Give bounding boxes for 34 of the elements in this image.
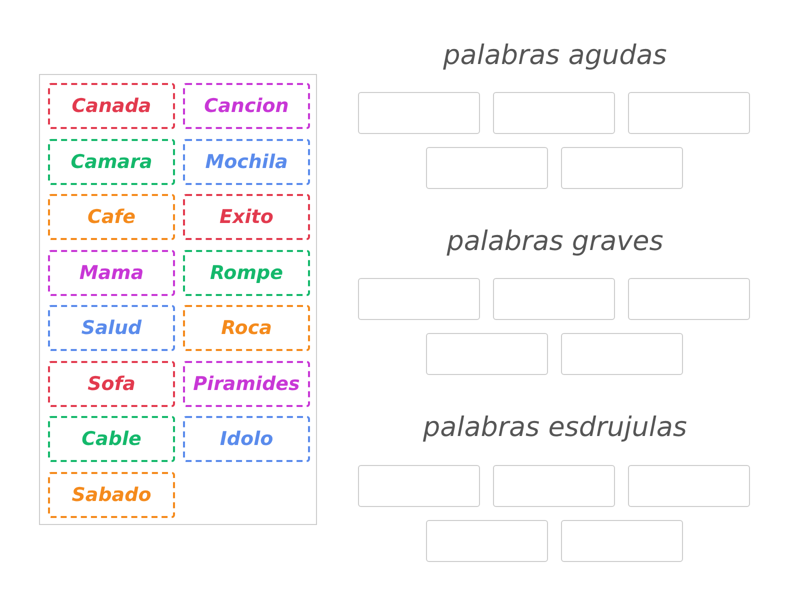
word-card: Cafe bbox=[48, 194, 175, 240]
word-card: Mama bbox=[48, 250, 175, 296]
drop-box bbox=[426, 333, 548, 375]
word-card: Cable bbox=[48, 416, 175, 462]
drop-box bbox=[426, 147, 548, 189]
drop-box bbox=[358, 92, 480, 134]
drop-box bbox=[561, 333, 683, 375]
word-card: Idolo bbox=[183, 416, 310, 462]
drop-box bbox=[561, 147, 683, 189]
word-card: Mochila bbox=[183, 138, 310, 184]
drop-box bbox=[628, 92, 750, 134]
drop-box bbox=[493, 278, 615, 320]
word-card: Roca bbox=[183, 305, 310, 351]
drop-box bbox=[628, 465, 750, 507]
word-card: Canada bbox=[48, 83, 175, 129]
category-heading: palabras agudas bbox=[442, 40, 668, 71]
word-card: Sofa bbox=[48, 360, 175, 406]
word-card: Sabado bbox=[48, 472, 175, 518]
word-card: Rompe bbox=[183, 250, 310, 296]
word-card: Salud bbox=[48, 305, 175, 351]
drop-box bbox=[358, 465, 480, 507]
category-heading: palabras graves bbox=[446, 226, 664, 257]
drop-box bbox=[561, 520, 683, 562]
card-panel bbox=[39, 74, 317, 525]
drop-box bbox=[493, 92, 615, 134]
drop-box bbox=[493, 465, 615, 507]
word-card: Piramides bbox=[183, 360, 310, 406]
drop-box bbox=[358, 278, 480, 320]
drop-box bbox=[426, 520, 548, 562]
word-card: Exito bbox=[183, 194, 310, 240]
drop-box bbox=[628, 278, 750, 320]
category-heading: palabras esdrujulas bbox=[422, 412, 688, 443]
word-card: Camara bbox=[48, 138, 175, 184]
word-card: Cancion bbox=[183, 83, 310, 129]
